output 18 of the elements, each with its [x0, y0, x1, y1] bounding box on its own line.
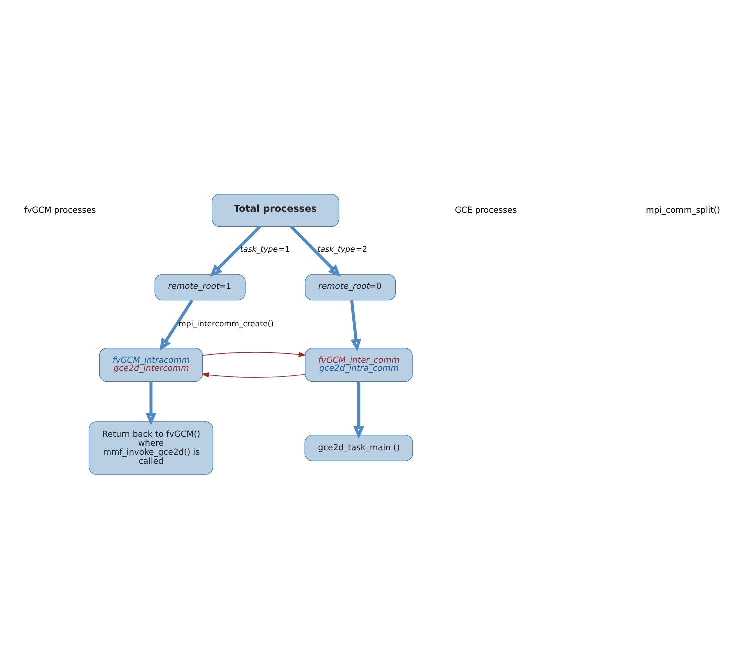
node-box: gce2d_task_main () — [304, 435, 414, 462]
label: mpi_comm_split() — [646, 204, 720, 215]
label: fvGCM processes — [24, 204, 96, 215]
arrow — [202, 352, 306, 358]
label: GCE processes — [455, 204, 518, 215]
arrow — [210, 226, 262, 278]
node-box: remote_root=0 — [305, 274, 396, 301]
arrow — [290, 226, 341, 278]
node-box: fvGCM_intracomm gce2d_intercomm — [99, 348, 203, 382]
arrow — [160, 300, 194, 352]
node-box: remote_root=1 — [154, 274, 246, 301]
arrow — [354, 382, 364, 439]
arrow — [146, 382, 157, 426]
arrow — [350, 300, 362, 352]
node-box: Total processes — [212, 194, 340, 228]
node-box: Return back to fvGCM() where mmf_invoke_gce2d() is called — [88, 422, 214, 475]
node-box: fvGCM_inter_comm gce2d_intra_comm — [305, 348, 413, 382]
arrow — [202, 372, 306, 378]
